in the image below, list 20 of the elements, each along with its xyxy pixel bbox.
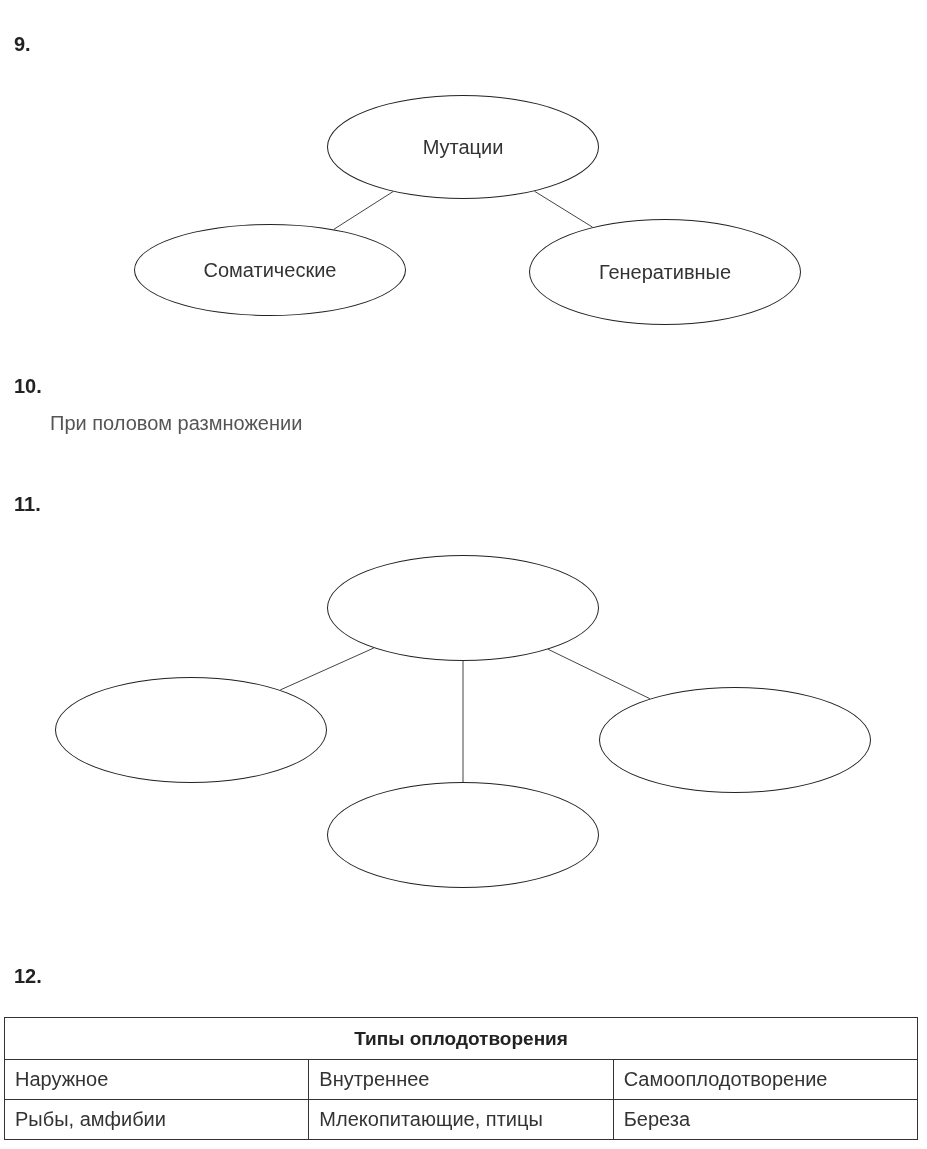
table-entry: Рыбы, амфибии bbox=[15, 1108, 166, 1130]
task-number: 9. bbox=[14, 33, 31, 56]
task-number: 10. bbox=[14, 375, 42, 398]
task-number: 11. bbox=[14, 493, 41, 516]
connector-line bbox=[547, 648, 651, 700]
answer-text: При половом размножении bbox=[50, 412, 303, 435]
table-entry: Наружное bbox=[15, 1068, 109, 1090]
table-entry: Самооплодотворение bbox=[623, 1068, 828, 1090]
task-number: 12. bbox=[14, 965, 42, 988]
connector-line bbox=[279, 647, 375, 691]
node-label: Мутации bbox=[422, 135, 504, 159]
connector-line bbox=[534, 190, 594, 228]
table-heading: Типы оплодотворения bbox=[354, 1027, 568, 1049]
node-label: Генеративные bbox=[598, 260, 732, 284]
node-label: Соматические bbox=[203, 258, 337, 282]
connector-line bbox=[333, 191, 394, 230]
table-entry: Млекопитающие, птицы bbox=[319, 1108, 543, 1130]
table-entry: Внутреннее bbox=[319, 1068, 430, 1090]
table-entry: Береза bbox=[623, 1108, 690, 1130]
connector-line bbox=[462, 660, 464, 783]
